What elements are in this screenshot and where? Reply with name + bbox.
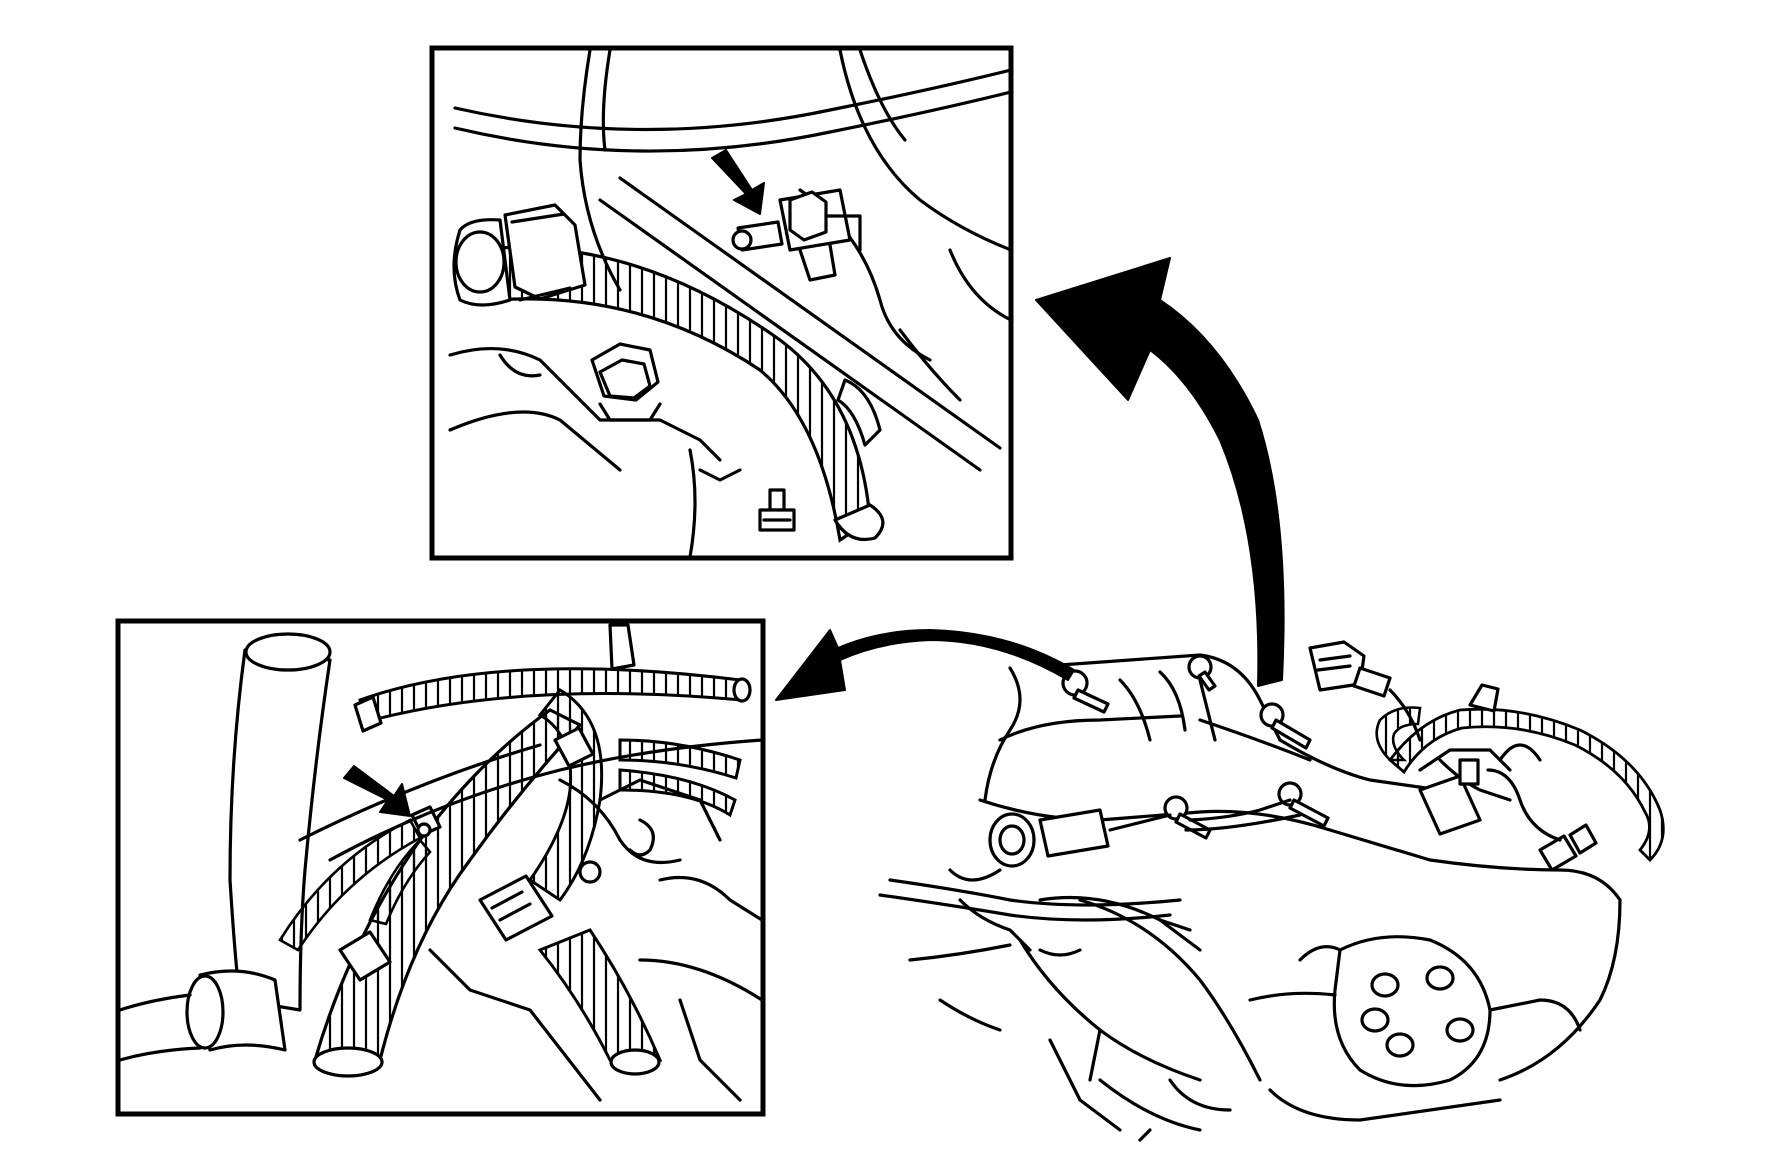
upper-inset [429, 45, 1014, 561]
output-flange [1248, 935, 1582, 1088]
sensor-and-lines [878, 798, 1302, 1142]
ground-stud-with-harness-eyelet [731, 188, 862, 282]
pointer-arrow-lower [343, 765, 411, 817]
upper-tube [453, 68, 1009, 132]
harness-conduit-nut [503, 203, 587, 301]
lower-inset [115, 618, 766, 1117]
pointer-arrow-upper [711, 149, 765, 215]
main-engine-view [878, 640, 1665, 1142]
upper-nut [448, 342, 722, 472]
lower-main-harness [312, 623, 636, 1078]
lower-harness-right-branch [478, 874, 663, 1076]
harness-ground-connector [278, 805, 442, 952]
upper-small-bolt [758, 488, 796, 532]
lower-connector-block [478, 874, 554, 942]
upper-harness [452, 203, 885, 543]
callout-arrow-to-upper-inset [1035, 257, 1285, 687]
callout-arrow-to-lower-inset [775, 629, 1075, 701]
lower-small-bolt [578, 860, 602, 884]
main-wire-harness [1308, 640, 1665, 872]
housing-bolts [1061, 654, 1330, 840]
lower-large-hose [120, 632, 332, 1062]
